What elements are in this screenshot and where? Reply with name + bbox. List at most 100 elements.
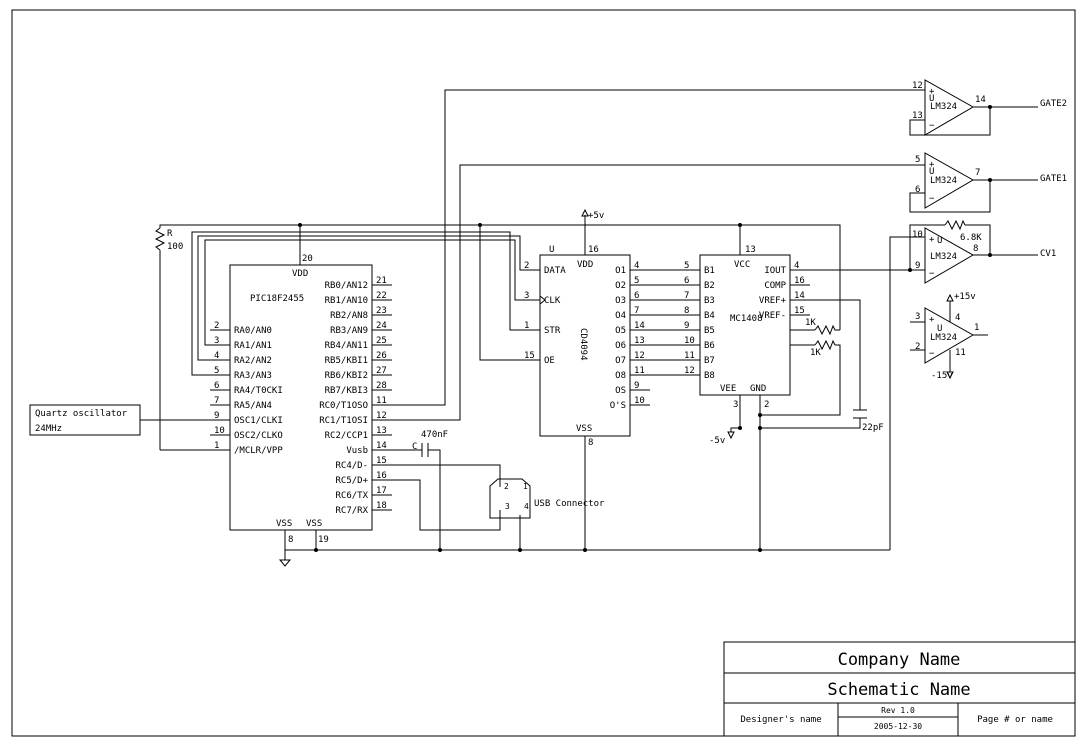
wire-gate2-feedback bbox=[909, 107, 991, 136]
arrow-up-icon bbox=[581, 208, 589, 217]
pic-pin-number: 2 bbox=[214, 321, 219, 331]
wire-gate1-feedback bbox=[909, 180, 991, 213]
arrow-down-icon bbox=[946, 371, 954, 380]
opamp-pin-out: 1 bbox=[974, 323, 979, 333]
pic-vdd-pin: 20 bbox=[302, 254, 313, 264]
usb-label: USB Connector bbox=[534, 499, 605, 509]
wire-ra3-str bbox=[191, 231, 540, 376]
cd4094-pin-label: DATA bbox=[544, 266, 566, 276]
opamp-pin-out: 8 bbox=[973, 244, 978, 254]
wire-supply-rail bbox=[159, 224, 841, 330]
pic-pin-label: RA3/AN3 bbox=[234, 371, 272, 381]
junction-dot bbox=[478, 223, 482, 227]
cd4094-pin-label: OS bbox=[615, 386, 626, 396]
pic-pin-label: OSC1/CLKI bbox=[234, 416, 283, 426]
pic-pin-label: RC0/T1OSO bbox=[319, 401, 368, 411]
supply-plus5v: +5v bbox=[581, 208, 604, 221]
mc1408-pin-number: 10 bbox=[684, 336, 695, 346]
mc1408-body bbox=[699, 254, 791, 396]
title-block-border bbox=[723, 641, 1076, 737]
supply-label: -5v bbox=[709, 436, 725, 446]
resistor-1k-vref-plus: 1K bbox=[805, 318, 840, 336]
pic-name: PIC18F2455 bbox=[250, 294, 304, 304]
resistor-value: 100 bbox=[167, 242, 183, 252]
cd4094-pin-label: O2 bbox=[615, 281, 626, 291]
opamp-triangle bbox=[924, 79, 975, 136]
cd4094-pin-number: 14 bbox=[634, 321, 645, 331]
plus-sign: + bbox=[929, 235, 935, 245]
opamp-pin-out: 14 bbox=[975, 95, 986, 105]
pic-pin-number: 7 bbox=[214, 396, 219, 406]
wire-cv1-plus-ground bbox=[889, 236, 925, 550]
pic-pin-label: RA4/T0CKI bbox=[234, 386, 283, 396]
cd4094-pin-label: O3 bbox=[615, 296, 626, 306]
pic-pin-number: 22 bbox=[376, 291, 387, 301]
revision: Rev 1.0 bbox=[881, 706, 915, 715]
resistor-ref: R bbox=[167, 229, 173, 239]
pic-vss1-label: VSS bbox=[276, 519, 292, 529]
mc1408-pin-label: B2 bbox=[704, 281, 715, 291]
mc1408-gnd-pin: 2 bbox=[764, 400, 769, 410]
junction-dot bbox=[314, 548, 318, 552]
capacitor-470nf: C 470nF bbox=[412, 430, 448, 457]
resistor-zigzag bbox=[944, 219, 966, 231]
wire-usb-dplus bbox=[372, 479, 501, 531]
pic-pin-number: 14 bbox=[376, 441, 387, 451]
opamp-cv1: U LM324 + − 10 9 8 CV1 bbox=[912, 227, 1056, 284]
resistor-zigzag bbox=[814, 339, 836, 351]
opamp-pin-vminus: 11 bbox=[955, 348, 966, 358]
pic-pin-number: 3 bbox=[214, 336, 219, 346]
mc1408-pin-label: VREF- bbox=[759, 311, 786, 321]
plus-sign: + bbox=[929, 87, 935, 97]
cap-ref: C bbox=[412, 442, 417, 452]
resistor-value: 1K bbox=[810, 348, 821, 358]
cd4094-pin-number: 1 bbox=[524, 321, 529, 331]
mc1408-pin-number: 7 bbox=[684, 291, 689, 301]
junction-dot bbox=[758, 426, 762, 430]
opamp-triangle bbox=[924, 152, 975, 209]
ground-icon bbox=[278, 559, 292, 567]
pic-pin-number: 26 bbox=[376, 351, 387, 361]
pic-pin-number: 11 bbox=[376, 396, 387, 406]
junction-dot bbox=[758, 413, 762, 417]
title-block: Company Name Schematic Name Designer's n… bbox=[723, 641, 1076, 737]
mc1408-pin-label: B8 bbox=[704, 371, 715, 381]
pic-pin-number: 15 bbox=[376, 456, 387, 466]
pic-body bbox=[229, 264, 373, 531]
opamp-u-label: U bbox=[929, 94, 934, 104]
pic-vss2-pin: 19 bbox=[318, 535, 329, 545]
cd4094-pin-label: STR bbox=[544, 326, 561, 336]
cd4094-pin-label: O7 bbox=[615, 356, 626, 366]
opamp-u-label: U bbox=[937, 236, 942, 246]
opamp-gate1: U LM324 + − 5 6 7 GATE1 bbox=[915, 152, 1067, 209]
junction-dot bbox=[438, 548, 442, 552]
wire-ground-bus bbox=[284, 530, 890, 551]
cd4094-pin-number: 2 bbox=[524, 261, 529, 271]
pic-pin-label: RC5/D+ bbox=[335, 476, 368, 486]
pic-pin-number: 6 bbox=[214, 381, 219, 391]
opamp-pin-vplus: 4 bbox=[955, 313, 960, 323]
wire-cap22-gnd bbox=[760, 418, 861, 429]
cd4094-pin-number: 7 bbox=[634, 306, 639, 316]
usb-connector-body bbox=[489, 478, 531, 519]
pic-pin-number: 13 bbox=[376, 426, 387, 436]
pic-pin-number: 4 bbox=[214, 351, 219, 361]
cd4094-pin-number: 11 bbox=[634, 366, 645, 376]
junction-dot bbox=[988, 253, 992, 257]
opamp-pin-plus: 3 bbox=[915, 312, 920, 322]
opamp-pin-plus: 5 bbox=[915, 155, 920, 165]
pic-pin-label: RC1/T1OSI bbox=[319, 416, 368, 426]
drawing-frame bbox=[11, 9, 1076, 737]
pic-pin-number: 23 bbox=[376, 306, 387, 316]
cd4094-pin-number: 9 bbox=[634, 381, 639, 391]
wire-rc1-gate1 bbox=[372, 164, 925, 421]
pic-pin-label: RB0/AN12 bbox=[325, 281, 368, 291]
cap-value: 22pF bbox=[862, 423, 884, 433]
pic-pin-number: 9 bbox=[214, 411, 219, 421]
plus-sign: + bbox=[929, 315, 935, 325]
pic-pin-number: 21 bbox=[376, 276, 387, 286]
arrow-up-icon bbox=[946, 293, 954, 302]
